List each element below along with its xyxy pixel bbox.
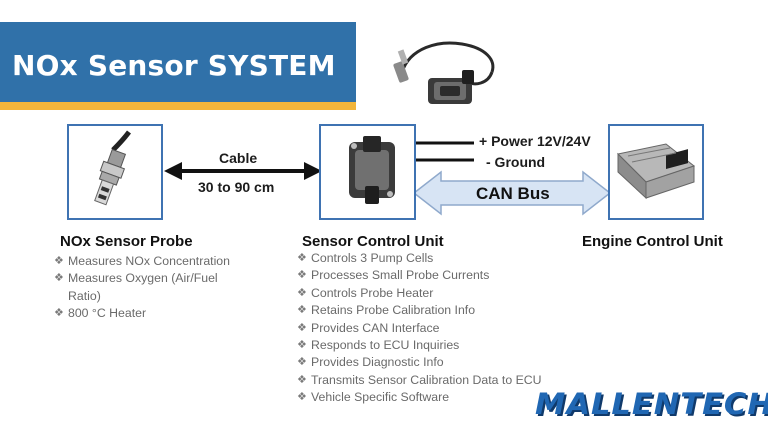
probe-title: NOx Sensor Probe [60,233,193,250]
cable-length-label: 30 to 90 cm [198,179,275,195]
sensor-assembly-photo [393,41,495,104]
ground-label: - Ground [486,154,546,170]
nox-probe-image [94,130,131,206]
list-item: Measures Oxygen (Air/Fuel [54,270,230,288]
list-item: Retains Probe Calibration Info [297,302,542,320]
list-item: 800 °C Heater [54,305,230,323]
scu-feature-list: Controls 3 Pump Cells Processes Small Pr… [297,250,542,407]
list-item: Responds to ECU Inquiries [297,337,542,355]
list-item: Processes Small Probe Currents [297,267,542,285]
probe-feature-list: Measures NOx Concentration Measures Oxyg… [54,253,230,323]
power-label: + Power 12V/24V [479,133,591,149]
list-item: Provides Diagnostic Info [297,354,542,372]
list-item-continuation: Ratio) [68,288,101,303]
engine-control-unit-image [616,143,696,200]
scu-box [319,124,416,220]
ecu-box [608,124,704,220]
scu-title: Sensor Control Unit [302,233,444,250]
cable-label: Cable [219,150,258,166]
probe-box [67,124,163,220]
page-title: NOx Sensor SYSTEM [12,49,336,82]
ecu-title: Engine Control Unit [582,233,723,250]
title-banner [0,22,356,102]
list-item: Controls 3 Pump Cells [297,250,542,268]
title-accent-stripe [0,102,356,110]
cable-arrow [164,162,322,180]
list-item: Controls Probe Heater [297,285,542,303]
list-item: Measures NOx Concentration [54,253,230,271]
sensor-control-unit-image [349,136,395,204]
list-item: Vehicle Specific Software [297,389,542,407]
list-item: Transmits Sensor Calibration Data to ECU [297,372,542,390]
mallentech-logo: MALLENTECH [535,387,768,421]
list-item: Provides CAN Interface [297,320,542,338]
can-bus-label: CAN Bus [476,184,550,203]
